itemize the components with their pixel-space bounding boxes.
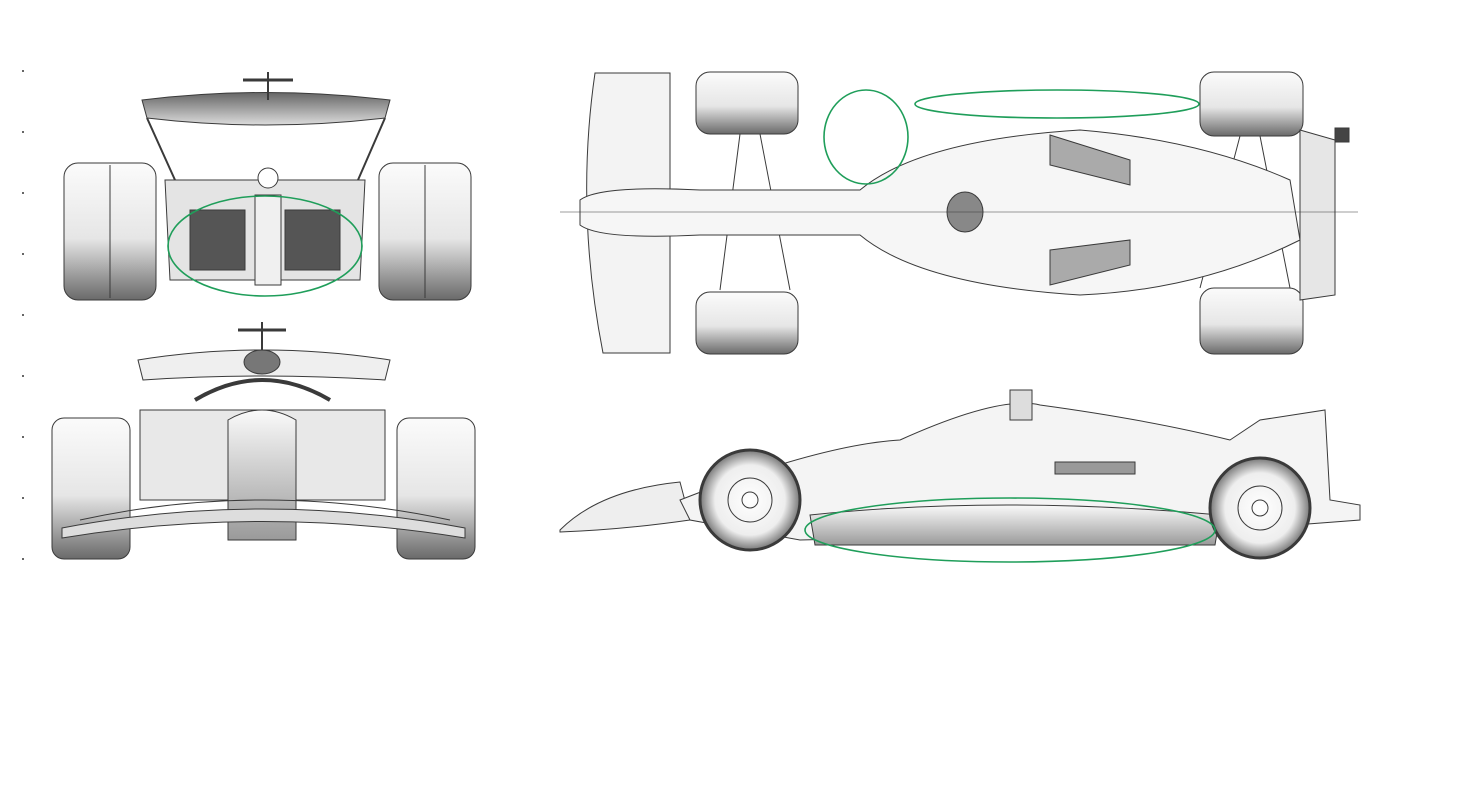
scale-marks <box>22 70 24 560</box>
front-view <box>51 322 476 560</box>
side-front-wing <box>559 481 691 533</box>
top-body <box>579 129 1301 296</box>
highlight-top-floor-edge <box>914 89 1200 119</box>
highlight-side-floor <box>804 497 1216 563</box>
scale-mark <box>22 314 24 316</box>
scale-mark <box>22 558 24 560</box>
scale-mark <box>22 131 24 133</box>
halo <box>193 378 332 402</box>
top-front-right-tyre <box>695 291 799 355</box>
rear-view <box>63 72 472 301</box>
top-rear-right-tyre <box>1199 287 1304 355</box>
scale-mark <box>22 497 24 499</box>
highlight-top-front-floor <box>823 89 909 185</box>
highlight-rear-diffuser <box>167 195 363 297</box>
scale-mark <box>22 192 24 194</box>
side-view <box>559 389 1361 563</box>
top-rear-left-tyre <box>1199 71 1304 137</box>
scale-mark <box>22 375 24 377</box>
side-rear-wheel <box>1208 456 1312 560</box>
rear-wing-top <box>1299 129 1336 301</box>
front-wing <box>61 508 466 539</box>
scale-mark <box>22 70 24 72</box>
scale-mark <box>22 436 24 438</box>
top-front-left-tyre <box>695 71 799 135</box>
front-nose <box>227 409 297 541</box>
top-view <box>560 71 1358 355</box>
scale-mark <box>22 253 24 255</box>
rear-wing <box>141 92 391 126</box>
side-front-wheel <box>698 448 802 552</box>
